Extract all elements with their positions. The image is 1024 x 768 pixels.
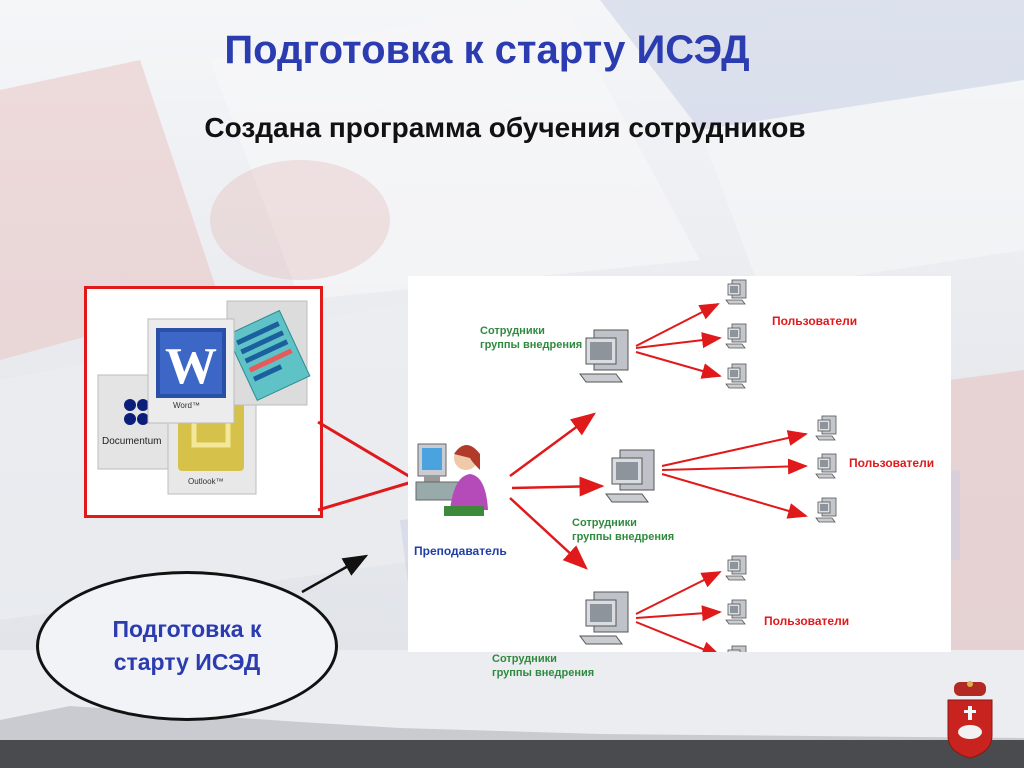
documentum-label: Documentum xyxy=(102,436,162,447)
group-1-users-label: Пользователи xyxy=(772,314,858,328)
arrow-teacher-group-2 xyxy=(511,476,605,497)
coat-of-arms-logo xyxy=(947,681,993,759)
svg-text:W: W xyxy=(165,338,217,395)
documentum-icon xyxy=(124,399,149,425)
group-2-users-label: Пользователи xyxy=(849,456,935,470)
callout-arrow xyxy=(301,554,369,594)
teacher-label: Преподаватель xyxy=(414,544,507,558)
training-diagram: Преподаватель xyxy=(408,276,951,679)
group-3-computer-icon xyxy=(579,591,629,645)
group-2-computer-icon xyxy=(605,449,655,503)
applications-frame: W Word™ Outlook™ Documentum xyxy=(84,286,323,518)
callout-text: Подготовка к старту ИСЭД xyxy=(112,616,262,675)
teacher-icon xyxy=(415,443,488,516)
group-1-label: Сотрудники группы внедрения xyxy=(480,325,583,351)
arrow-teacher-group-3 xyxy=(509,497,588,570)
group-3-label: Сотрудники группы внедрения xyxy=(492,653,595,679)
group-2-label: Сотрудники группы внедрения xyxy=(572,517,675,543)
applications-collage: W xyxy=(97,300,311,495)
page-subtitle: Создана программа обучения сотрудников xyxy=(204,112,806,143)
diagram-arrows xyxy=(509,303,808,652)
documents-icon xyxy=(226,309,311,402)
group-3-users-label: Пользователи xyxy=(764,614,850,628)
callout-ellipse: Подготовка к старту ИСЭД xyxy=(36,571,338,721)
group-1-computer-icon xyxy=(579,329,629,383)
word-label: Word™ xyxy=(173,401,200,410)
arrow-teacher-group-1 xyxy=(509,412,597,478)
callout-connector xyxy=(317,420,413,512)
outlook-label: Outlook™ xyxy=(188,477,224,486)
page-title: Подготовка к старту ИСЭД xyxy=(224,28,750,72)
